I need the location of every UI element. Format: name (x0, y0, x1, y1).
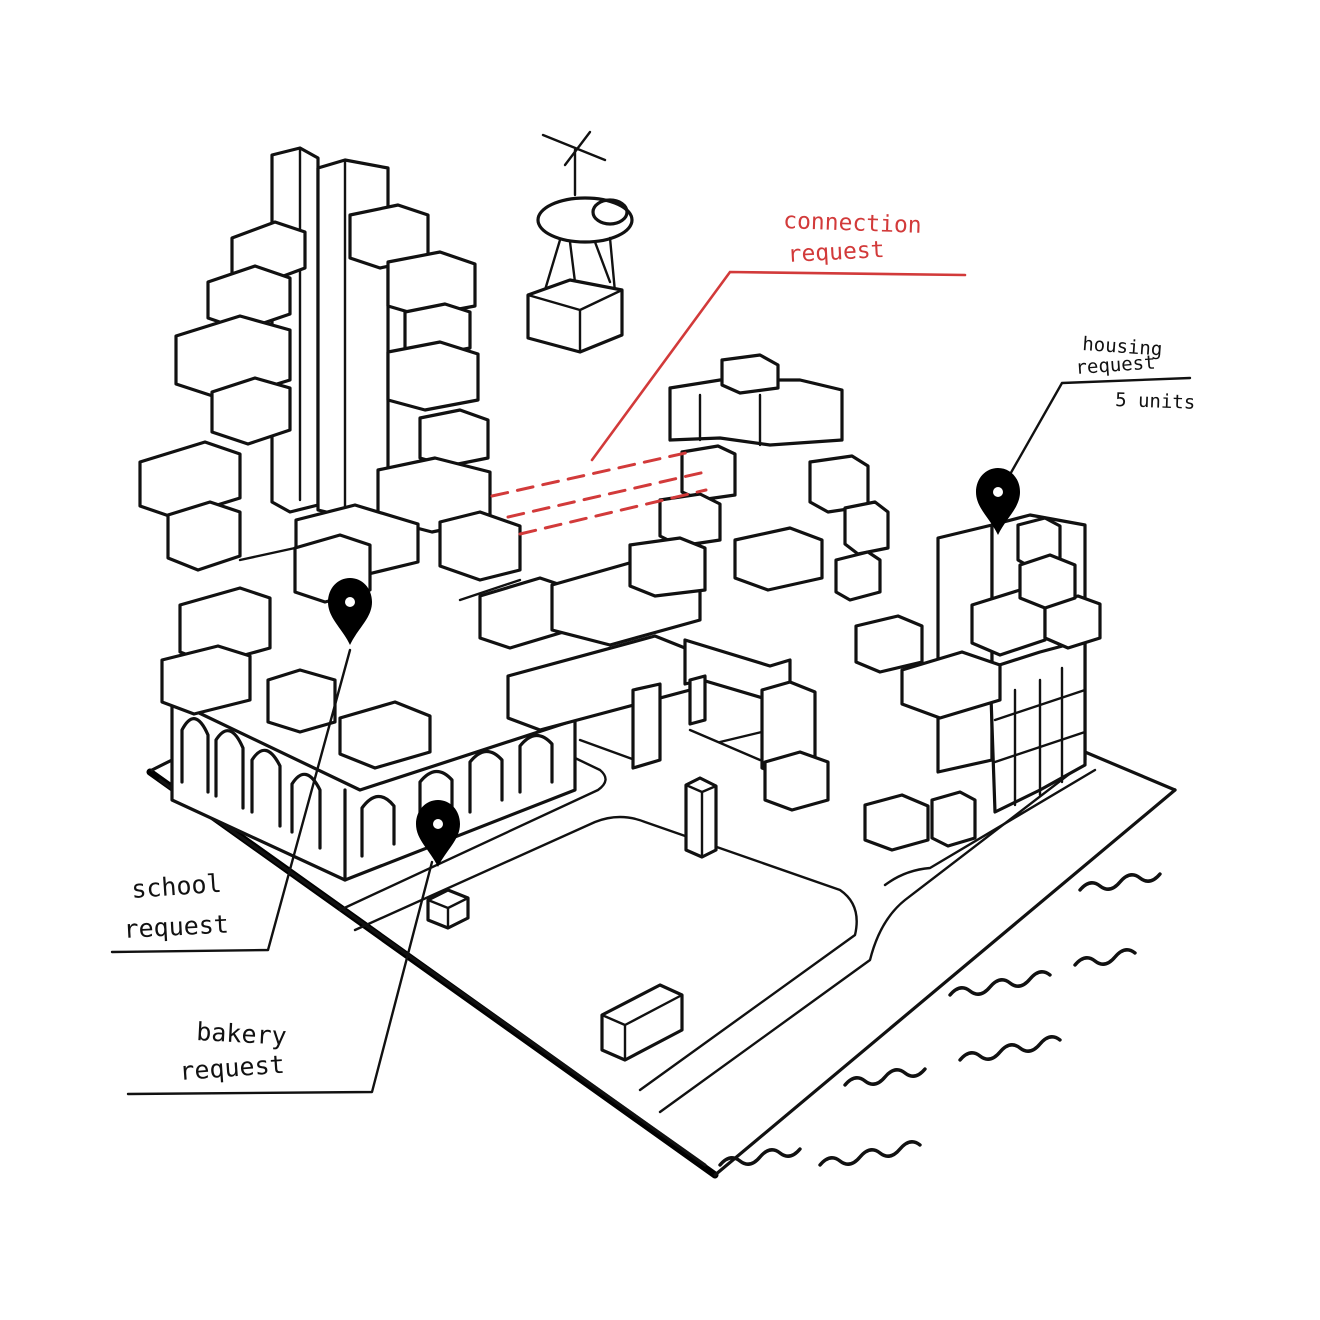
connection-lines (490, 270, 967, 536)
left-tower (138, 146, 522, 770)
arches (180, 717, 554, 858)
label-connection-line1: connection (783, 208, 922, 239)
leader-lines (110, 376, 1192, 1096)
connection-request-label: connection request (783, 208, 922, 268)
label-bakery-line2: request (178, 1050, 285, 1086)
map-pin-icon[interactable] (328, 578, 372, 645)
label-school-line1: school (130, 869, 222, 904)
water (718, 872, 1162, 1167)
ground-objects (426, 776, 718, 1062)
label-bakery-line1: bakery (196, 1017, 288, 1051)
label-connection-line2: request (787, 237, 885, 268)
glass-building (863, 513, 1102, 852)
label-housing-line3: 5 units (1115, 389, 1196, 414)
label-housing-line2: request (1075, 351, 1156, 379)
map-pin-icon[interactable] (416, 800, 460, 867)
bakery-request-label: bakery request (178, 1017, 287, 1086)
streets (338, 728, 1097, 1114)
label-school-line2: request (123, 910, 230, 944)
housing-request-label: housing request 5 units (1075, 333, 1196, 414)
drone-icon (526, 130, 634, 354)
center-right-building (628, 353, 924, 674)
map-pin-icon[interactable] (976, 468, 1020, 535)
ground-plate (146, 750, 1177, 1179)
school-request-label: school request (123, 869, 230, 944)
school-building (170, 698, 577, 882)
